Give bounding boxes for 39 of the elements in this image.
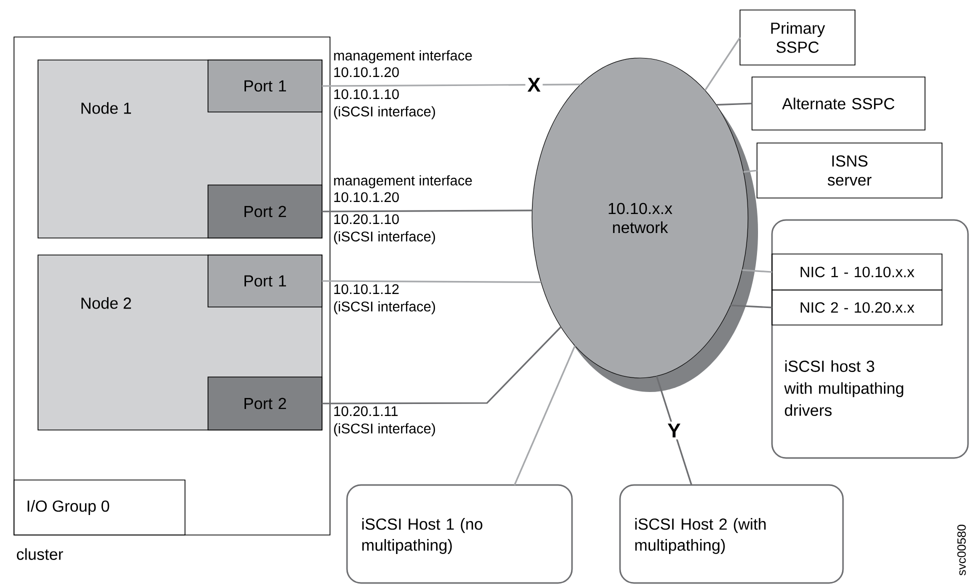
interface-label: 10.10.1.12 bbox=[334, 284, 399, 294]
group-box: I/O Group 0 bbox=[14, 480, 186, 536]
port-box: Port 1 bbox=[208, 60, 322, 112]
connector-line bbox=[514, 345, 576, 486]
interface-label: 10.10.1.10 bbox=[334, 89, 399, 100]
nic-box: NIC 2 - 10.20.x.x bbox=[772, 290, 942, 326]
connector-line bbox=[322, 280, 542, 284]
port-box: Port 2 bbox=[208, 376, 322, 430]
interface-label: (iSCSI interface) bbox=[334, 423, 436, 436]
edge-label: Y bbox=[665, 422, 683, 440]
interface-label: (iSCSI interface) bbox=[334, 231, 436, 244]
connector-line bbox=[322, 210, 532, 212]
edge-label: X bbox=[525, 76, 543, 94]
connector-line bbox=[743, 170, 758, 173]
connector-line bbox=[742, 269, 772, 273]
port-box: Port 2 bbox=[208, 184, 322, 238]
connector-line bbox=[322, 326, 562, 404]
server-box: Alternate SSPC bbox=[752, 76, 926, 130]
connector-line bbox=[730, 304, 772, 308]
interface-label: 10.20.1.11 bbox=[334, 406, 398, 416]
host-box: iSCSI Host 1 (no multipathing) bbox=[346, 484, 573, 584]
connector-line bbox=[656, 376, 692, 486]
interface-label: (iSCSI interface) bbox=[334, 106, 436, 120]
interface-label: 10.10.1.20 bbox=[334, 192, 399, 202]
connector-line bbox=[704, 37, 741, 91]
host-box: iSCSI Host 2 (with multipathing) bbox=[619, 484, 844, 584]
figure-id: svc00580 bbox=[957, 524, 966, 576]
interface-label: management interface bbox=[334, 175, 472, 188]
port-box: Port 1 bbox=[208, 254, 322, 308]
server-box: Primary SSPC bbox=[740, 10, 856, 66]
interface-label: 10.10.1.20 bbox=[334, 67, 399, 78]
nic-box: NIC 1 - 10.10.x.x bbox=[772, 254, 942, 290]
interface-label: 10.20.1.10 bbox=[334, 214, 399, 224]
interface-label: management interface bbox=[334, 50, 472, 64]
connector-line bbox=[322, 84, 581, 87]
connector-line bbox=[716, 102, 752, 106]
interface-label: (iSCSI interface) bbox=[334, 301, 436, 314]
node-label: cluster bbox=[16, 548, 64, 560]
server-box: ISNS server bbox=[756, 142, 942, 198]
